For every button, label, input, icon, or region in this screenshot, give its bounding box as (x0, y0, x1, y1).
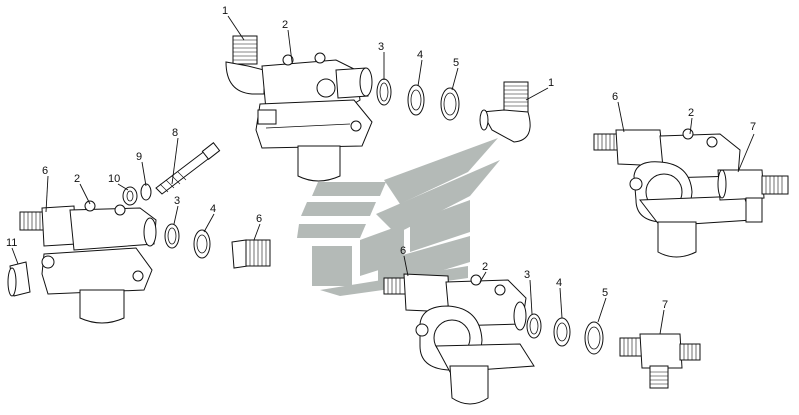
valve-body-right (629, 128, 753, 258)
fitting-6b (593, 129, 665, 167)
ring-3d (526, 313, 542, 339)
callout-2b: 2 (688, 107, 694, 119)
assembly-top-center: 1 2 3 4 5 1 (222, 5, 554, 182)
fitting-6c2 (231, 239, 271, 269)
callout-10: 10 (108, 173, 120, 185)
callout-8: 8 (172, 127, 178, 139)
callout-11: 11 (6, 237, 17, 249)
assembly-left: 8 9 10 6 2 3 4 6 11 (6, 127, 271, 324)
washer-4c (193, 229, 211, 259)
callout-6b: 6 (612, 91, 618, 103)
callout-4a: 4 (417, 49, 423, 61)
callout-5a: 5 (453, 57, 459, 69)
callout-2d: 2 (482, 261, 488, 273)
assembly-bottom-center: 6 2 3 4 5 7 (383, 245, 701, 405)
washer-10 (122, 186, 138, 206)
tee-fitting-7b (717, 169, 789, 223)
callout-6c2: 6 (256, 213, 262, 225)
fitting-6c (19, 205, 77, 247)
callout-6d: 6 (400, 245, 406, 257)
washer-4a (407, 84, 425, 116)
assembly-right: 6 2 7 (593, 91, 789, 258)
cap-11 (7, 261, 31, 297)
ring-3c (164, 223, 180, 249)
elbow-fitting-1b (479, 81, 531, 143)
callout-9: 9 (136, 151, 142, 163)
callout-4d: 4 (556, 277, 562, 289)
callout-6c: 6 (42, 165, 48, 177)
callout-7b: 7 (750, 121, 756, 133)
callout-1b: 1 (548, 77, 554, 89)
callout-3c: 3 (174, 195, 180, 207)
elbow-fitting-1a (225, 35, 265, 95)
callout-4c: 4 (210, 203, 216, 215)
valve-body-left (41, 200, 157, 324)
valve-body-top (255, 52, 373, 182)
callout-5d: 5 (602, 287, 608, 299)
callout-1a: 1 (222, 5, 228, 17)
callout-2c: 2 (74, 173, 80, 185)
callout-7d: 7 (662, 299, 668, 311)
valve-body-bottom (415, 274, 535, 405)
bolt-8 (155, 142, 221, 195)
washer-4d (553, 317, 571, 347)
washer-9 (140, 183, 152, 201)
callout-2a: 2 (282, 19, 288, 31)
callout-3a: 3 (378, 41, 384, 53)
callout-3d: 3 (524, 269, 530, 281)
tee-fitting-7d (619, 333, 701, 389)
